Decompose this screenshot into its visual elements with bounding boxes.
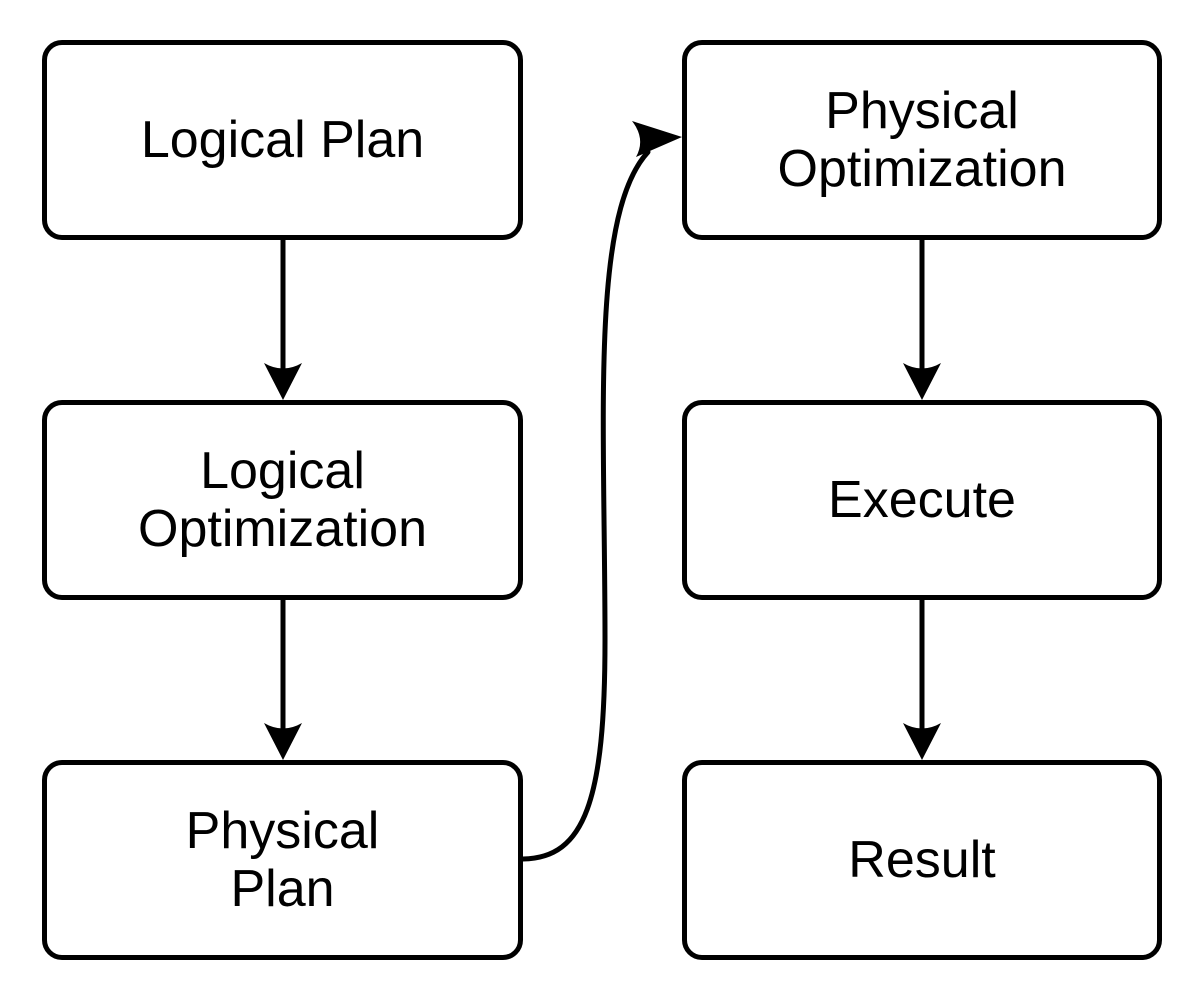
node-logical-plan[interactable]: Logical Plan: [42, 40, 523, 240]
node-physical-plan[interactable]: Physical Plan: [42, 760, 523, 960]
edge-curve: [520, 149, 651, 862]
arrowhead-right-icon: [632, 121, 682, 157]
edge-execute-to-result: [903, 600, 941, 760]
node-label-logical-plan: Logical Plan: [140, 110, 425, 169]
edge-physical-plan-to-physical-optimization: [520, 121, 682, 862]
arrowhead-down-icon: [264, 363, 302, 400]
edge-logical-plan-to-logical-optimization: [264, 240, 302, 400]
node-result[interactable]: Result: [682, 760, 1162, 960]
node-execute[interactable]: Execute: [682, 400, 1162, 600]
node-physical-optimization[interactable]: Physical Optimization: [682, 40, 1162, 240]
node-logical-optimization[interactable]: Logical Optimization: [42, 400, 523, 600]
node-label-logical-optimization: Logical Optimization: [138, 441, 427, 558]
edge-logical-optimization-to-physical-plan: [264, 600, 302, 760]
node-label-physical-plan: Physical Plan: [185, 801, 380, 918]
node-label-physical-optimization: Physical Optimization: [777, 81, 1067, 198]
arrowhead-down-icon: [264, 723, 302, 760]
node-label-result: Result: [848, 830, 996, 889]
arrowhead-down-icon: [903, 723, 941, 760]
arrowhead-down-icon: [903, 363, 941, 400]
edge-physical-optimization-to-execute: [903, 240, 941, 400]
node-label-execute: Execute: [828, 470, 1016, 529]
